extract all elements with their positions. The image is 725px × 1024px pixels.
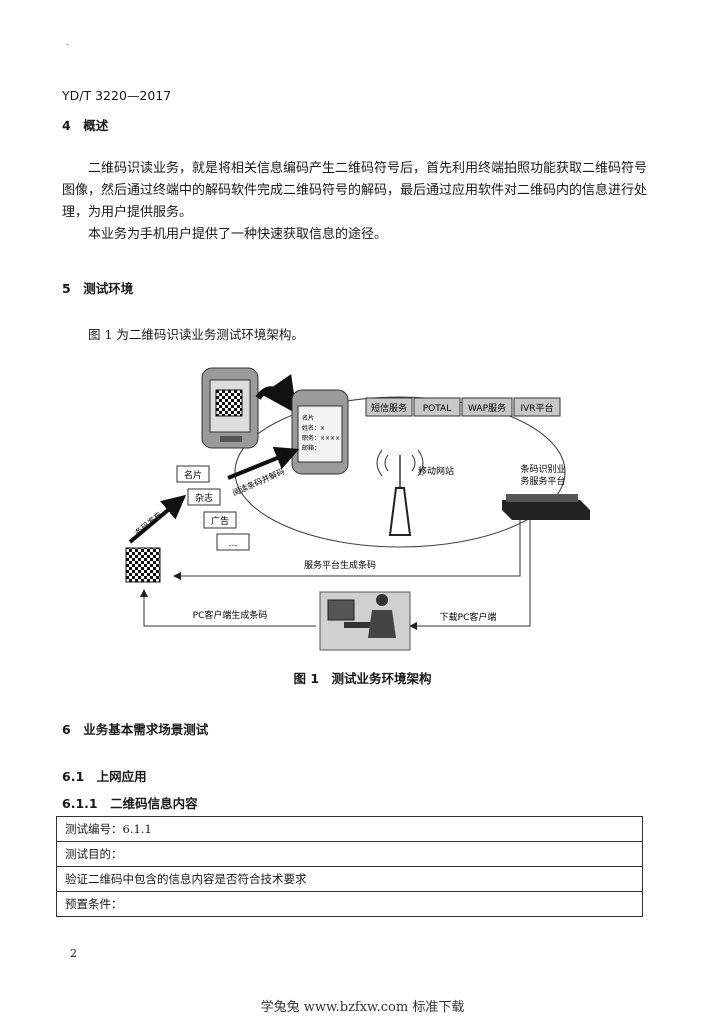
- publish-arrow: [128, 494, 187, 544]
- decode-arrow-label: 阅读条码并解码: [231, 466, 286, 498]
- media-ad-label: 广告: [211, 515, 229, 527]
- service-boxes: 短信服务 POTAL WAP服务 IVR平台: [365, 397, 561, 417]
- pc-generate-label: PC客户端生成条码: [193, 609, 268, 621]
- media-card-label: 名片: [184, 469, 202, 481]
- table-cell-purpose-label: 测试目的：: [56, 841, 643, 867]
- service-box: [413, 397, 461, 417]
- section-4-heading: 4 概述: [62, 118, 109, 133]
- section-6-heading: 6 业务基本需求场景测试: [62, 722, 209, 737]
- service-sms-label: 短信服务: [371, 402, 407, 414]
- service-wap-label: WAP服务: [468, 402, 506, 414]
- mobile-station-label: 移动网站: [418, 465, 454, 477]
- service-ivr-label: IVR平台: [520, 402, 553, 414]
- decode-arrow: [227, 446, 300, 480]
- figure-intro: 图 1 为二维码识读业务测试环境架构。: [88, 327, 304, 342]
- platform-label-line-2: 务服务平台: [520, 475, 565, 487]
- table-cell-purpose-text: 验证二维码中包含的信息内容是否符合技术要求: [56, 866, 643, 892]
- server-icon: [502, 494, 590, 520]
- phone-line-1: 名片: [302, 414, 314, 422]
- phone-line-4: 邮箱：: [302, 444, 320, 452]
- table-row: 测试编号：6.1.1: [56, 816, 643, 842]
- media-boxes: 名片 杂志 广告 …: [176, 465, 250, 551]
- media-box: [176, 465, 210, 483]
- test-case-table: 测试编号：6.1.1 测试目的： 验证二维码中包含的信息内容是否符合技术要求 预…: [56, 816, 643, 917]
- section-4-paragraph-1: 二维码识读业务，就是将相关信息编码产生二维码符号后，首先利用终端拍照功能获取二维…: [62, 161, 648, 220]
- service-box: [365, 397, 413, 417]
- pc-user-icon: [319, 591, 411, 651]
- mobile-network-ellipse: [234, 396, 566, 548]
- qr-code-icon: [125, 547, 161, 583]
- footer-watermark: 学兔兔 www.bzfxw.com 标准下载: [260, 1000, 465, 1015]
- platform-generate-label: 服务平台生成条码: [304, 559, 376, 571]
- pc-generate-flow: [140, 589, 316, 627]
- section-6-1-1-heading: 6.1.1 二维码信息内容: [62, 796, 198, 811]
- transfer-curve-arrow: [255, 374, 297, 414]
- platform-label-line-1: 条码识别业: [520, 463, 565, 475]
- corner-mark: -: [66, 40, 70, 50]
- page-number: 2: [70, 947, 77, 960]
- media-box: [203, 511, 237, 529]
- table-row: 验证二维码中包含的信息内容是否符合技术要求: [56, 866, 643, 892]
- section-5-heading: 5 测试环境: [62, 281, 134, 296]
- section-6-1-heading: 6.1 上网应用: [62, 769, 147, 784]
- figure-caption: 图 1 测试业务环境架构: [293, 671, 432, 686]
- download-client-label: 下载PC客户端: [440, 611, 497, 623]
- service-box: [513, 397, 561, 417]
- architecture-diagram: 名片 姓名：× 职务：×××× 邮箱： 短信服务 POTAL WAP服务 IVR…: [120, 360, 600, 660]
- download-client-flow: [409, 520, 531, 630]
- service-portal-label: POTAL: [423, 404, 451, 414]
- service-box: [461, 397, 513, 417]
- architecture-diagram-svg: 名片 姓名：× 职务：×××× 邮箱： 短信服务 POTAL WAP服务 IVR…: [125, 367, 590, 651]
- table-row: 测试目的：: [56, 841, 643, 867]
- platform-generate-flow: [173, 520, 521, 580]
- phone-line-2: 姓名：×: [302, 424, 325, 432]
- signal-tower-icon: [376, 449, 424, 536]
- table-cell-test-id: 测试编号：6.1.1: [56, 816, 643, 842]
- media-box: [216, 533, 250, 551]
- media-more-label: …: [229, 539, 238, 549]
- table-cell-precondition: 预置条件：: [56, 891, 643, 917]
- phone-line-3: 职务：××××: [302, 434, 340, 442]
- publish-arrow-label: 条码发布: [133, 509, 164, 537]
- table-row: 预置条件：: [56, 891, 643, 917]
- media-box: [187, 488, 221, 506]
- phone-with-card-icon: 名片 姓名：× 职务：×××× 邮箱：: [291, 389, 349, 475]
- phone-with-qr-icon: [201, 367, 259, 449]
- section-4-body: 二维码识读业务，就是将相关信息编码产生二维码符号后，首先利用终端拍照功能获取二维…: [62, 158, 650, 246]
- section-4-paragraph-2: 本业务为手机用户提供了一种快速获取信息的途径。: [88, 227, 388, 242]
- standard-number: YD/T 3220—2017: [62, 88, 172, 103]
- media-magazine-label: 杂志: [195, 492, 213, 504]
